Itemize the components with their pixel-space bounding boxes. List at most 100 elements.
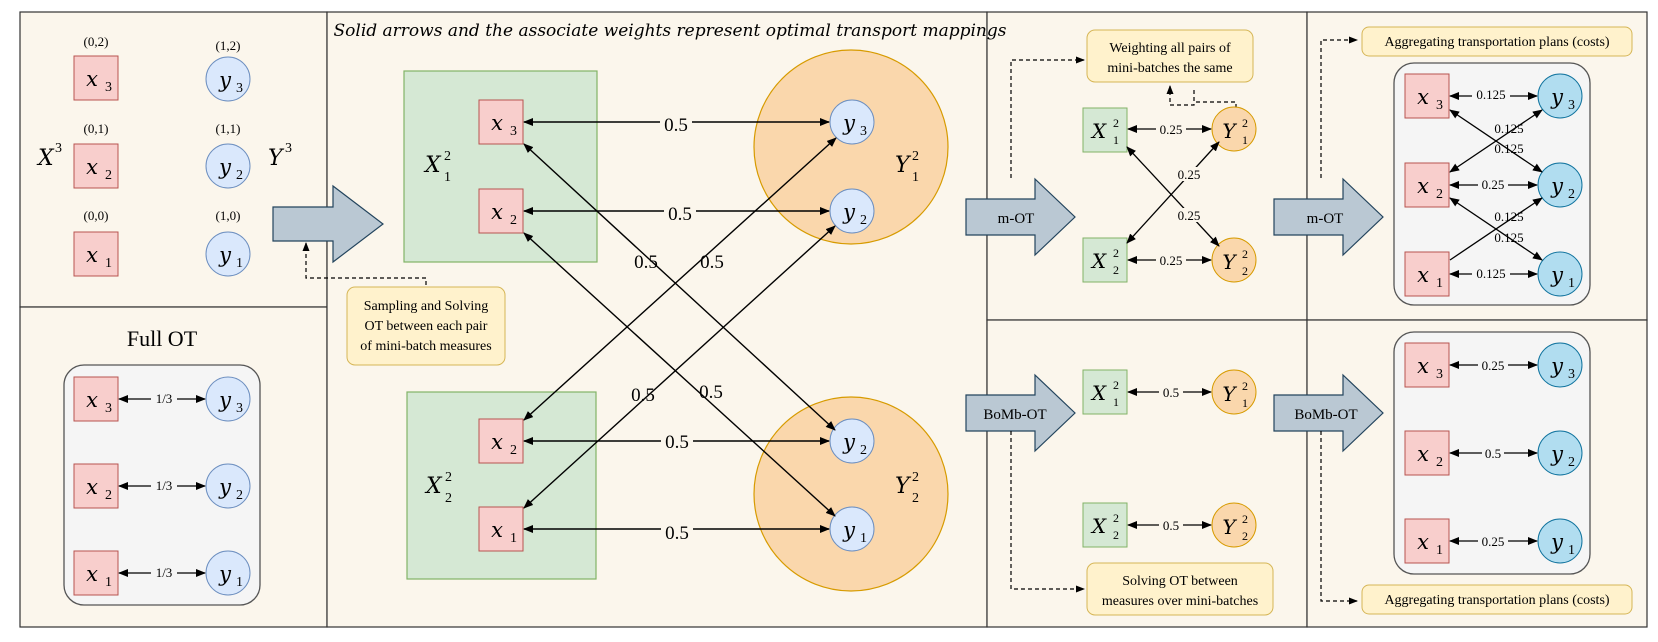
- svg-text:Y: Y: [1222, 119, 1237, 143]
- mplan-y3: y 3: [1537, 73, 1583, 119]
- mb-edges: [523, 118, 837, 533]
- svg-text:1: 1: [1242, 396, 1248, 410]
- svg-text:y: y: [1550, 263, 1564, 287]
- svg-text:y: y: [1550, 530, 1564, 554]
- svg-text:2: 2: [445, 491, 452, 506]
- svg-text:X: X: [1090, 119, 1107, 143]
- weight-mb-x2-y2-top: 0.5: [668, 204, 692, 225]
- full-point-x1: x 1: [73, 550, 119, 596]
- aggregating-note-bottom: Aggregating transportation plans (costs): [1361, 584, 1633, 615]
- svg-text:y: y: [1550, 442, 1564, 466]
- svg-text:2: 2: [1113, 528, 1119, 542]
- svg-text:2: 2: [1113, 378, 1119, 392]
- weight-mb-cross-2: 0.5: [700, 252, 724, 273]
- svg-text:y: y: [842, 430, 856, 454]
- sets-group: (0,2) (0,1) (0,0) (1,2) (1,1) (1,0) x 3 …: [36, 34, 292, 277]
- svg-text:3: 3: [285, 141, 292, 156]
- bomb-ot-arrow-2: BoMb-OT: [1273, 373, 1384, 453]
- svg-text:2: 2: [445, 470, 452, 485]
- weight-mplan-cross-4: 0.125: [1494, 230, 1523, 245]
- svg-text:2: 2: [1568, 187, 1575, 202]
- svg-text:2: 2: [1242, 116, 1248, 130]
- svg-text:y: y: [218, 155, 232, 179]
- m-ot-arrow-2: m-OT: [1273, 177, 1384, 257]
- mb-weights: 0.5 0.5 0.5 0.5 0.5 0.5 0.5 0.5: [631, 113, 724, 544]
- svg-text:x: x: [1417, 530, 1429, 554]
- svg-text:Y: Y: [895, 474, 912, 499]
- set-label-X3: X 3: [36, 141, 62, 171]
- svg-text:x: x: [1417, 442, 1429, 466]
- mb-point-x2-bottom: x 2: [478, 418, 524, 464]
- bomb-ot-group: BoMb-OT Solving OT between measures over…: [965, 369, 1274, 616]
- mplan-x3: x 3: [1404, 73, 1450, 119]
- svg-text:x: x: [86, 243, 98, 267]
- label-X2-2: X 2 2: [424, 470, 452, 506]
- weight-mb-cross-1: 0.5: [634, 252, 658, 273]
- svg-text:Y: Y: [1222, 250, 1237, 274]
- weight-mb-x2-y2-bottom: 0.5: [665, 432, 689, 453]
- svg-text:2: 2: [1113, 263, 1119, 277]
- weight-mb-x3-y3: 0.5: [664, 115, 688, 136]
- weight-bomb-x2-y2: 0.5: [1163, 518, 1179, 533]
- svg-text:x: x: [86, 562, 98, 586]
- bplan-y1: y 1: [1537, 518, 1583, 564]
- svg-text:y: y: [1550, 85, 1564, 109]
- svg-text:Sampling and Solving: Sampling and Solving: [364, 299, 488, 314]
- weight-mplan-x1-y1: 0.125: [1476, 266, 1505, 281]
- svg-text:y: y: [842, 200, 856, 224]
- svg-text:y: y: [218, 68, 232, 92]
- mot-X2: X 2 2: [1082, 237, 1128, 283]
- svg-text:OT between each pair: OT between each pair: [365, 319, 488, 334]
- mb-point-y2-bottom: y 2: [829, 418, 875, 464]
- svg-text:3: 3: [860, 124, 867, 139]
- full-ot-title: Full OT: [127, 326, 198, 351]
- panel-sets: [19, 11, 328, 308]
- sampling-note: Sampling and Solving OT between each pai…: [346, 286, 506, 366]
- svg-text:Y: Y: [895, 153, 912, 178]
- svg-text:X: X: [1090, 381, 1107, 405]
- svg-text:BoMb-OT: BoMb-OT: [983, 407, 1046, 423]
- aggregating-note-top: Aggregating transportation plans (costs): [1361, 26, 1633, 57]
- weight-mplan-x2-y2: 0.25: [1482, 177, 1505, 192]
- svg-text:Weighting all pairs of: Weighting all pairs of: [1109, 41, 1231, 56]
- svg-text:1: 1: [1113, 133, 1119, 147]
- mplan-x1: x 1: [1404, 251, 1450, 297]
- bomb-Y1: Y 2 1: [1211, 369, 1257, 415]
- full-point-x2: x 2: [73, 463, 119, 509]
- bplan-x3: x 3: [1404, 342, 1450, 388]
- svg-text:3: 3: [1436, 367, 1443, 382]
- mb-point-y3: y 3: [829, 99, 875, 145]
- svg-text:x: x: [1417, 263, 1429, 287]
- svg-text:X: X: [423, 153, 442, 178]
- svg-text:3: 3: [105, 80, 112, 95]
- svg-text:1: 1: [105, 256, 112, 271]
- svg-text:3: 3: [1568, 367, 1575, 382]
- bplan-x2: x 2: [1404, 430, 1450, 476]
- svg-text:2: 2: [1242, 512, 1248, 526]
- weight-mot-cross-1: 0.25: [1178, 167, 1201, 182]
- weighting-note: Weighting all pairs of mini-batches the …: [1086, 29, 1254, 83]
- svg-text:y: y: [842, 518, 856, 542]
- weight-full-x3-y3: 1/3: [156, 391, 173, 406]
- weight-mb-cross-3: 0.5: [631, 385, 655, 406]
- mplan-y2: y 2: [1537, 162, 1583, 208]
- svg-text:1: 1: [236, 256, 243, 271]
- svg-text:y: y: [218, 475, 232, 499]
- bomb-X1: X 2 1: [1082, 369, 1128, 415]
- svg-text:y: y: [1550, 354, 1564, 378]
- mplan-y1: y 1: [1537, 251, 1583, 297]
- bplan-y3: y 3: [1537, 342, 1583, 388]
- weighting-connector-right: [1193, 88, 1237, 108]
- svg-text:2: 2: [1113, 511, 1119, 525]
- svg-text:1: 1: [1436, 276, 1443, 291]
- svg-text:2: 2: [236, 488, 243, 503]
- mb-point-x3: x 3: [478, 99, 524, 145]
- svg-text:2: 2: [860, 213, 867, 228]
- svg-text:y: y: [218, 243, 232, 267]
- svg-text:x: x: [491, 111, 503, 135]
- svg-text:y: y: [218, 562, 232, 586]
- svg-text:3: 3: [1568, 98, 1575, 113]
- svg-text:measures over mini-batches: measures over mini-batches: [1102, 594, 1258, 609]
- bomb-X2: X 2 2: [1082, 502, 1128, 548]
